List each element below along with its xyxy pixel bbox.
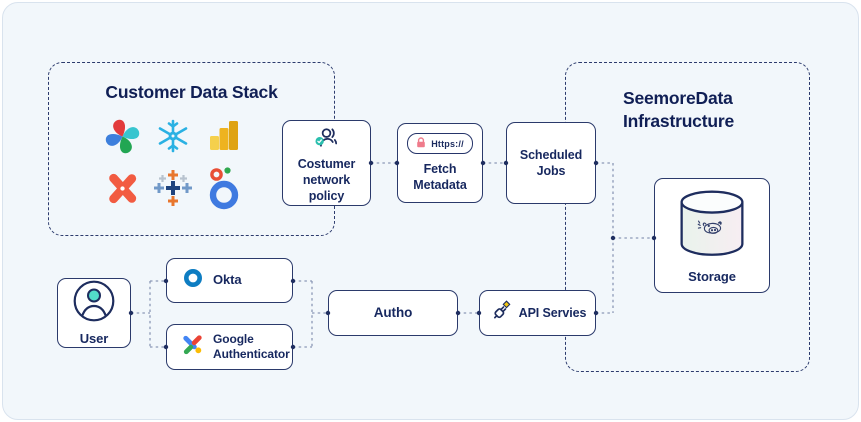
network-policy-label: Costumer network policy	[297, 157, 356, 203]
customer-data-stack-container: Customer Data Stack	[48, 62, 335, 236]
api-plug-icon	[489, 299, 512, 327]
tableau-logo	[150, 165, 196, 211]
mascot-doodle	[697, 220, 722, 234]
x-pinwheel-logo	[99, 165, 145, 211]
user-avatar-icon	[72, 279, 116, 328]
autho-label: Autho	[373, 305, 413, 321]
okta-logo	[182, 267, 204, 294]
https-badge: Https://	[407, 133, 473, 154]
database-cylinder-icon	[676, 186, 748, 265]
pinwheel-logo	[99, 113, 145, 159]
customer-network-policy-node: Costumer network policy	[282, 120, 371, 206]
customer-stack-title: Customer Data Stack	[105, 82, 278, 102]
scheduled-jobs-node: Scheduled Jobs	[506, 122, 596, 204]
infrastructure-title: SeemoreData Infrastructure	[623, 88, 734, 131]
scheduled-jobs-label: Scheduled Jobs	[519, 148, 583, 178]
verified-user-icon	[313, 126, 340, 156]
user-label: User	[79, 330, 109, 346]
storage-node: Storage	[654, 178, 770, 293]
https-badge-label: Https://	[431, 138, 464, 149]
storage-label: Storage	[688, 268, 736, 284]
snowflake-logo	[150, 113, 196, 159]
logo-grid	[99, 113, 247, 211]
fetch-metadata-node: Https:// Fetch Metadata	[397, 123, 483, 203]
fetch-metadata-label: Fetch Metadata	[413, 162, 467, 192]
api-services-node: API Servies	[479, 290, 596, 336]
google-authenticator-logo	[180, 332, 205, 362]
okta-label: Okta	[213, 272, 242, 288]
seemoredata-infrastructure-container: SeemoreData Infrastructure	[565, 62, 810, 372]
user-node: User	[57, 278, 131, 348]
google-authenticator-node: Google Authenticator	[166, 324, 293, 370]
autho-node: Autho	[328, 290, 458, 336]
okta-node: Okta	[166, 258, 293, 303]
lock-icon	[416, 135, 426, 153]
api-services-label: API Servies	[518, 306, 587, 320]
ring-dots-logo	[201, 165, 247, 211]
google-authenticator-label: Google Authenticator	[213, 331, 290, 361]
power-bi-logo	[201, 113, 247, 159]
